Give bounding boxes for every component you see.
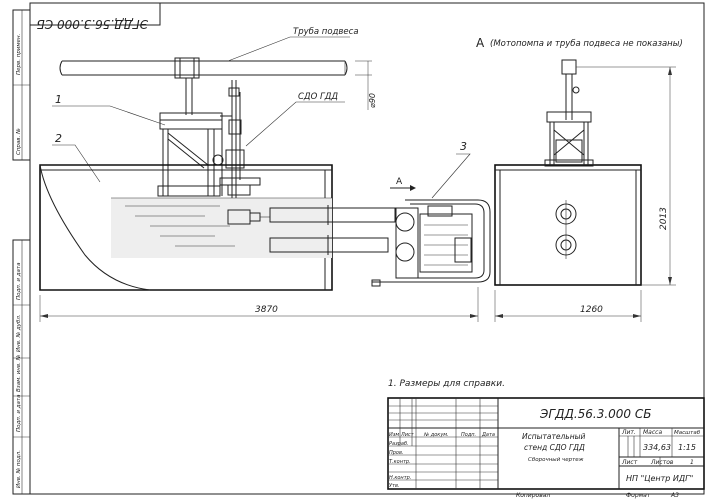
tb-org: НП "Центр ИДГ"	[626, 474, 693, 483]
tb-format-label: Формат	[626, 492, 651, 499]
tb-role-nkontr: Н.контр.	[389, 475, 411, 481]
strip-vzam: Взам. инв. №	[16, 354, 22, 392]
strip-podp-2: Подп. и дата	[16, 394, 22, 432]
callout-1: 1	[55, 93, 62, 106]
tb-col-ndoc: № докум.	[423, 432, 449, 438]
tb-mass-value: 334,63	[643, 443, 671, 452]
strip-inv-dubl: Инв. № дубл.	[16, 314, 22, 352]
left-strip	[12, 239, 31, 495]
motor-pump	[371, 199, 491, 287]
tb-role-razrab: Разраб.	[389, 441, 409, 447]
tb-sheets-label: Листов	[650, 459, 674, 466]
tb-sheet-label: Лист	[621, 459, 638, 466]
callout-2: 2	[55, 132, 62, 145]
sdo-label: СДО ГДД	[298, 92, 338, 102]
tb-col-data: Дата	[481, 432, 495, 438]
strip-inv-podl: Инв. № подл.	[16, 450, 22, 488]
tb-lit-header: Лит.	[621, 429, 636, 436]
mirrored-code: ЭГДД.56.3.000 СБ	[37, 17, 150, 31]
mirrored-code-box	[29, 2, 161, 26]
strip-perv-primen: Перв. примен.	[16, 33, 22, 75]
view-a-note: (Мотопомпа и труба подвеса не показаны)	[490, 39, 683, 49]
view-a-letter: А	[476, 36, 485, 50]
tank-side-view	[39, 164, 333, 291]
frame-end-view	[544, 59, 594, 167]
note-reference: 1. Размеры для справки.	[388, 379, 505, 389]
dim-length-main: 3870	[255, 305, 278, 315]
tb-role-utv: Утв.	[389, 483, 400, 489]
title-block	[387, 397, 705, 490]
tb-name-line3: Сборочный чертеж	[528, 457, 584, 463]
callout-3: 3	[460, 140, 467, 153]
tb-col-izm: Изм	[389, 432, 399, 438]
tb-format-value: А3	[670, 492, 679, 499]
tb-name-line2: стенд СДО ГДД	[524, 443, 585, 452]
tb-role-prov: Пров.	[389, 450, 404, 456]
tb-name-line1: Испытательный	[522, 432, 586, 441]
hanger-pipe	[59, 57, 348, 79]
tb-col-podp: Подп.	[461, 432, 476, 438]
tank-end-view	[494, 164, 642, 286]
tb-role-tkontr: Т.контр.	[389, 459, 411, 465]
tb-mass-header: Масса	[643, 429, 662, 436]
view-arrow-letter: А	[396, 177, 403, 187]
strip-podp-1: Подп. и дата	[16, 262, 22, 300]
suction-pipes	[269, 205, 396, 255]
tb-scale-value: 1:15	[678, 443, 696, 452]
tb-doc-code: ЭГДД.56.3.000 СБ	[539, 407, 652, 421]
tb-sheets-count: 1	[690, 459, 694, 466]
pipe-hanger-label: Труба подвеса	[293, 27, 359, 37]
tb-col-list: Лист	[400, 432, 415, 438]
tb-scale-header: Масштаб	[674, 430, 701, 436]
dim-height-side: 2013	[659, 207, 669, 230]
dim-length-side: 1260	[580, 305, 603, 315]
strip-sprav: Справ. №	[16, 128, 22, 155]
diameter-label: ⌀90	[368, 93, 377, 108]
tb-copied: Копировал	[516, 492, 550, 499]
